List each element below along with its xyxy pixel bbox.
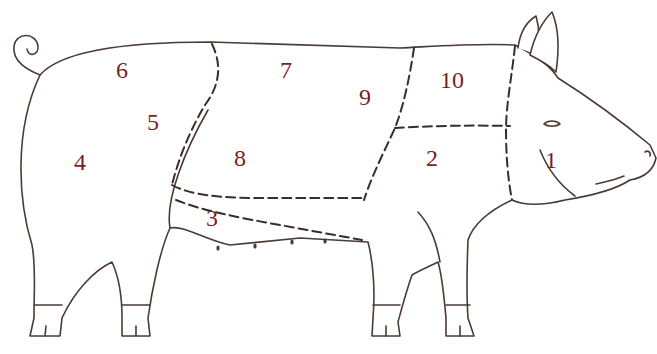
cut-line: [506, 46, 515, 200]
cut-line: [395, 126, 510, 128]
pig-leg-lines: [169, 110, 440, 262]
pig-body-outline: [21, 42, 656, 336]
cut-line: [176, 200, 362, 240]
callout-number: 3: [206, 206, 218, 230]
callout-number: 6: [116, 58, 128, 82]
cut-line: [172, 44, 218, 185]
callout-number: 7: [280, 58, 292, 82]
callout-number: 4: [74, 150, 86, 174]
pig-ear-front: [530, 12, 558, 72]
callout-number: 8: [234, 146, 246, 170]
cut-line: [172, 185, 362, 198]
pig-tail: [14, 36, 40, 76]
pig-eye: [544, 121, 560, 126]
pig-hoof-lines: [34, 305, 470, 336]
callout-number: 9: [359, 85, 371, 109]
cut-line: [364, 48, 414, 200]
pig-mouth: [596, 176, 624, 184]
callout-number: 10: [440, 68, 464, 92]
pig-nostril: [645, 151, 650, 156]
callout-number: 1: [545, 148, 557, 172]
pig-teats: [218, 240, 325, 249]
callout-number: 2: [426, 146, 438, 170]
callout-number: 5: [147, 110, 159, 134]
